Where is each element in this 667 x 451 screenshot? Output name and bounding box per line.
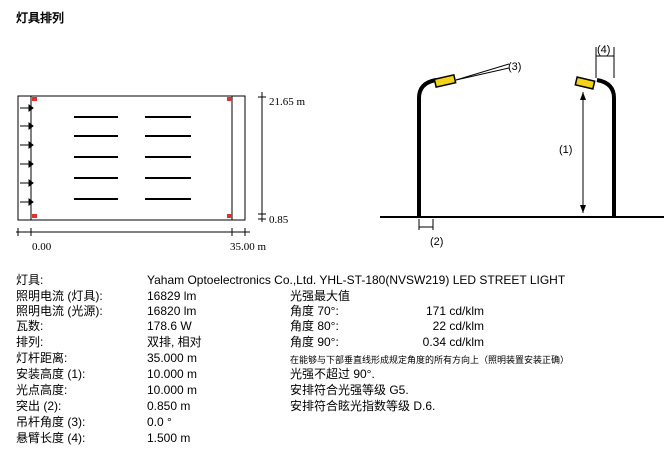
flux-source-label: 照明电流 (光源): [16, 304, 103, 318]
power-label: 瓦数: [16, 319, 44, 333]
arm-length-label: (4) [597, 44, 610, 56]
luminaire-value: Yaham Optoelectronics Co.,Ltd. YHL-ST-18… [147, 273, 566, 287]
mount-height-value: 10.000 m [147, 367, 198, 381]
intensity-row-label: 角度 80°: [290, 319, 339, 333]
intensity-line-2: 安排符合光强等级 G5. [290, 383, 409, 397]
luminaire-head [433, 73, 457, 89]
arm-length-spec-label: 悬臂长度 (4): [16, 431, 86, 445]
arrangement-label: 排列: [16, 335, 44, 349]
overhang-spec-value: 0.850 m [147, 399, 191, 413]
pole-distance-label: 灯杆距离: [16, 351, 68, 365]
flux-lamp-value: 16829 lm [147, 289, 197, 303]
tilt-spec-label: 吊杆角度 (3): [16, 415, 86, 429]
intensity-row-value: 171 cd/klm [425, 304, 484, 318]
intensity-row-value: 0.34 cd/klm [422, 335, 484, 349]
intensity-note: 在能够与下部垂直线形成规定角度的所有方向上（照明装置安装正确） [290, 355, 570, 365]
x-end-label: 35.00 m [230, 241, 267, 253]
intensity-row-value: 22 cd/klm [432, 319, 484, 333]
arm-length-spec-value: 1.500 m [147, 431, 191, 445]
overhang-spec-label: 突出 (2): [16, 399, 62, 413]
side-view [380, 47, 664, 230]
intensity-heading: 光强最大值 [290, 289, 351, 303]
plan-view [16, 92, 266, 236]
x-start-label: 0.00 [32, 241, 52, 253]
intensity-line-3: 安排符合眩光指数等级 D.6. [290, 399, 436, 413]
flux-source-value: 16820 lm [147, 304, 197, 318]
power-value: 178.6 W [147, 319, 192, 333]
intensity-line-1: 光强不超过 90°. [290, 367, 375, 381]
luminaire-label: 灯具: [16, 273, 44, 287]
page-title: 灯具排列 [16, 11, 65, 25]
dim-bottom-label: 0.85 [269, 214, 289, 226]
overhang-label: (2) [430, 236, 443, 248]
pole-distance-value: 35.000 m [147, 351, 198, 365]
mount-height-label: 安装高度 (1): [16, 367, 86, 381]
light-point-label: 光点高度: [16, 383, 68, 397]
intensity-row-label: 角度 70°: [290, 304, 339, 318]
luminaire-marker [227, 97, 232, 101]
arrangement-value: 双排, 相对 [147, 335, 202, 349]
height-label: (1) [559, 144, 572, 156]
luminaire-marker [32, 214, 37, 218]
arrangement-figure: 21.65 m 0.85 0.00 35.00 m (1) (2) (3) (4… [16, 44, 664, 253]
intensity-row-label: 角度 90°: [290, 335, 339, 349]
tilt-label: (3) [508, 61, 521, 73]
luminaire-head [574, 76, 596, 90]
flux-lamp-label: 照明电流 (灯具): [16, 289, 103, 303]
luminaire-marker [227, 214, 232, 218]
luminaire-marker [32, 97, 37, 101]
dim-top-label: 21.65 m [269, 96, 306, 108]
light-point-value: 10.000 m [147, 383, 198, 397]
tilt-spec-value: 0.0 ° [147, 415, 172, 429]
